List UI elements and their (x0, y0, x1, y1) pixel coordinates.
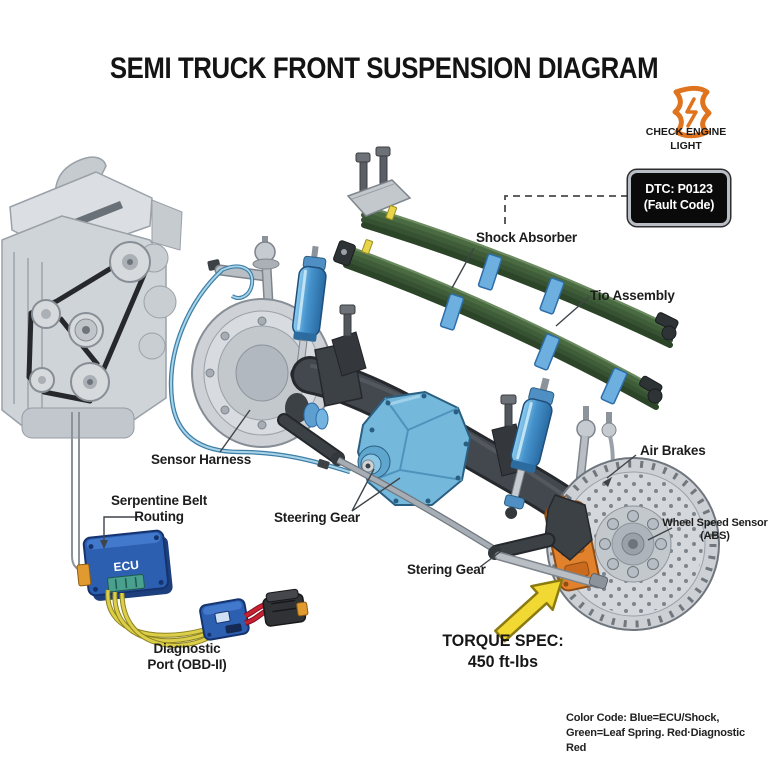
differential-housing (357, 391, 471, 506)
dtc-fault-code-box: DTC: P0123 (Fault Code) (628, 170, 730, 226)
wss-line2: (ABS) (700, 529, 730, 542)
steering-linkage-left (277, 413, 499, 554)
diag-line1: Diagnostic (153, 641, 221, 656)
leader-steering-gear (351, 468, 401, 512)
leader-serpentine (103, 516, 138, 540)
serpentine-line1: Serpentine Belt (110, 493, 208, 508)
label-torque-spec: TORQUE SPEC: 450 ft-lbs (423, 630, 583, 673)
legend-line1: Color Code: Blue=ECU/Shock, (566, 712, 720, 724)
serpentine-line2: Routing (134, 508, 184, 524)
label-steering-gear: Steering Gear (274, 510, 360, 525)
obd-adapter (199, 598, 250, 641)
label-serpentine-belt: Serpentine Belt Routing (104, 493, 214, 525)
leader-tio-assembly (555, 296, 590, 327)
leader-lines (103, 247, 673, 568)
dtc-code: DTC: P0123 (645, 182, 713, 197)
ecu-text: ECU (113, 558, 140, 575)
label-stering-gear: Stering Gear (407, 562, 486, 577)
label-diagnostic-port: Diagnostic Port (OBD-II) (132, 641, 242, 673)
leader-wheel-speed-sensor (647, 527, 673, 541)
check-engine-line1: CHECK ENGINE (645, 126, 727, 138)
leader-shock-absorber (451, 247, 475, 289)
wss-line1: Wheel Speed Sensor (662, 517, 768, 529)
spring-mount-plate (346, 146, 412, 217)
label-air-brakes: Air Brakes (640, 443, 706, 458)
check-engine-line2: LIGHT (670, 139, 702, 152)
torque-line1: TORQUE SPEC: (442, 631, 564, 650)
leader-air-brakes (606, 454, 637, 479)
leader-air-brakes-arrowhead (603, 477, 612, 487)
diag-line2: Port (OBD-II) (147, 656, 227, 672)
ecu-wires-yellow (105, 589, 210, 648)
label-shock-absorber: Shock Absorber (476, 230, 577, 245)
torque-line2: 450 ft-lbs (467, 652, 539, 672)
dtc-dashed-connector (504, 195, 628, 225)
steering-knuckle-right (488, 494, 609, 590)
torque-arrow (494, 578, 564, 643)
spring-yellow-clips (361, 205, 398, 255)
power-connector (262, 588, 309, 627)
page-title: SEMI TRUCK FRONT SUSPENSION DIAGRAM (109, 52, 659, 86)
shock-absorber-right (503, 377, 555, 519)
label-sensor-harness: Sensor Harness (151, 452, 251, 467)
spring-clamps (439, 253, 628, 405)
ecu-box: ECU (76, 529, 173, 601)
leader-serpentine-arrowhead (100, 540, 108, 549)
legend-line2: Green=Leaf Spring. Red·Diagnostic Red (566, 726, 745, 754)
color-code-legend: Color Code: Blue=ECU/Shock, Green=Leaf S… (566, 711, 766, 756)
wheel-studs (599, 510, 667, 578)
leaf-spring-upper (361, 204, 673, 348)
engine-illustration (1, 156, 183, 439)
label-tio-assembly: Tio Assembly (590, 288, 675, 303)
brake-drum-left (191, 298, 333, 448)
leader-stering-gear (479, 548, 505, 568)
sensor-harness-wire (168, 264, 351, 475)
spring-shackles (333, 240, 679, 404)
serpentine-belt (26, 241, 151, 404)
check-engine-icon (672, 85, 712, 139)
label-wheel-speed-sensor: Wheel Speed Sensor (ABS) (662, 517, 768, 543)
dtc-caption: (Fault Code) (643, 198, 715, 212)
check-engine-label: CHECK ENGINE LIGHT (634, 126, 738, 153)
engine-pulleys (29, 241, 151, 402)
leader-sensor-harness (219, 409, 251, 453)
